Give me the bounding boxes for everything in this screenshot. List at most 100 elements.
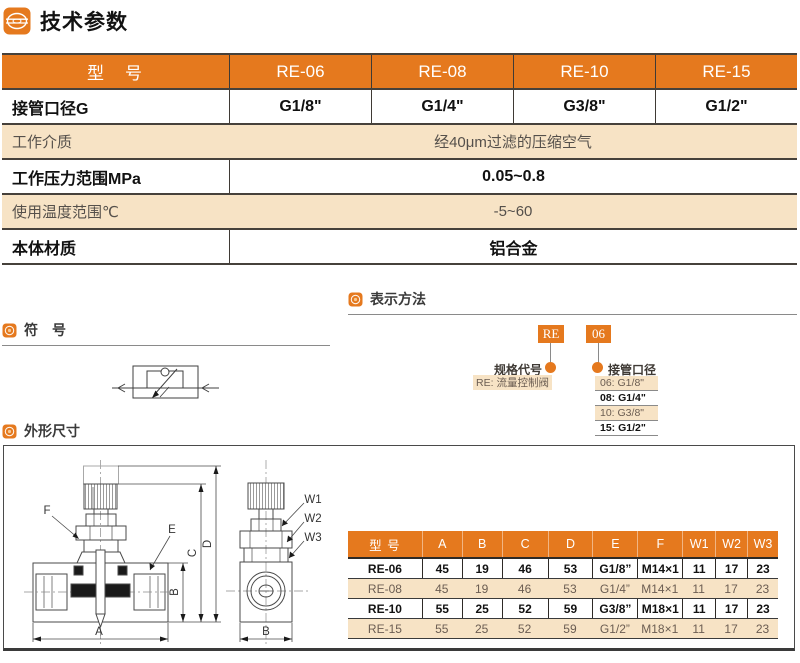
dim-label-F: F: [43, 505, 50, 517]
dt-cell: 46: [517, 581, 532, 596]
row-label: 工作介质: [12, 134, 73, 151]
dim-label-W3: W3: [304, 532, 321, 544]
valve-front-view: [24, 460, 178, 646]
section-bullet-icon: [348, 292, 363, 306]
cell-value: -5~60: [493, 203, 533, 220]
cell-value: G1/8": [229, 90, 371, 123]
port-item: 08: G1/4": [595, 391, 658, 406]
dt-cell: 46: [501, 559, 548, 578]
dt-cell: M18×1: [637, 599, 682, 618]
dt-cell: 59: [563, 621, 577, 636]
cell-value: G3/8": [513, 90, 655, 123]
spec-header-re06: RE-06: [229, 55, 371, 88]
dim-label-E: E: [168, 524, 176, 536]
spec-header-model: 型 号: [87, 64, 144, 83]
dt-cell: 17: [724, 581, 738, 596]
code-box-re: RE: [538, 325, 564, 343]
dt-cell: G3/8”: [592, 599, 637, 618]
row-label: 工作压力范围MPa: [12, 170, 141, 188]
dt-cell: 11: [682, 599, 715, 618]
dt-cell: 17: [724, 621, 738, 636]
dt-header-cell: F: [637, 531, 682, 557]
dt-cell: 11: [692, 581, 705, 596]
dimensions-section-header: 外形尺寸: [2, 421, 80, 441]
dt-header-cell: W3: [747, 531, 778, 557]
spec-row-material: 本体材质 铝合金: [2, 230, 797, 265]
section-bullet-icon: [2, 424, 17, 438]
dt-cell: 19: [461, 559, 502, 578]
dt-cell: 23: [755, 581, 770, 596]
front-view-arrowheads: [33, 466, 219, 642]
dt-cell: 53: [547, 559, 593, 578]
dim-label-W1: W1: [304, 494, 321, 506]
dt-cell: RE-15: [367, 621, 402, 636]
spec-row-pressure: 工作压力范围MPa 0.05~0.8: [2, 160, 797, 195]
front-view-labels: F E A B C D: [43, 505, 214, 638]
spec-code-desc: RE: 流量控制阀: [473, 375, 552, 390]
dimension-row-re15: RE-15 55 25 52 59 G1/2” M18×1 11 17 23: [348, 619, 778, 639]
dt-cell: G1/4”: [599, 581, 630, 596]
front-view-dimensions: [32, 465, 221, 642]
row-label: 本体材质: [12, 240, 77, 258]
port-size-label: 接管口径: [608, 363, 657, 377]
dt-cell: M18×1: [641, 621, 679, 636]
cell-value: 经40μm过滤的压缩空气: [434, 134, 592, 151]
notation-section-title: 表示方法: [370, 291, 426, 307]
spec-table-header-row: 型 号 RE-06 RE-08 RE-10 RE-15: [2, 55, 797, 90]
dt-header-cell: B: [461, 531, 502, 557]
dt-cell: RE-10: [367, 601, 402, 616]
dt-header-cell: E: [592, 531, 637, 557]
section-bullet-icon: [2, 323, 17, 337]
port-item: 06: G1/8": [595, 376, 658, 391]
dt-cell: G1/8”: [592, 559, 637, 578]
dt-cell: 11: [692, 621, 705, 636]
dt-cell: 55: [421, 599, 462, 618]
dim-label-B2: B: [262, 626, 270, 638]
dt-cell: 45: [421, 559, 462, 578]
dt-header-cell: A: [421, 531, 462, 557]
spec-header-re15: RE-15: [655, 55, 797, 88]
dt-cell: 19: [475, 581, 489, 596]
dt-header-cell: W1: [682, 531, 715, 557]
dimensions-section-title: 外形尺寸: [24, 423, 80, 439]
dt-cell: 45: [435, 581, 449, 596]
dim-label-A: A: [95, 626, 103, 638]
side-view-labels: W1 W2 W3 B: [262, 494, 321, 638]
spec-header-re08: RE-08: [371, 55, 513, 88]
dt-cell: RE-06: [367, 561, 402, 576]
spec-row-medium: 工作介质 经40μm过滤的压缩空气: [2, 125, 797, 160]
cell-value: G1/2": [655, 90, 797, 123]
dt-cell: 25: [461, 599, 502, 618]
page-title-bar: 技术参数: [3, 6, 128, 36]
cell-value: G1/4": [371, 90, 513, 123]
spec-table: 型 号 RE-06 RE-08 RE-10 RE-15 接管口径G G1/8" …: [2, 53, 797, 265]
spec-header-re10: RE-10: [513, 55, 655, 88]
dt-cell: M14×1: [641, 581, 679, 596]
port-item: 15: G1/2": [595, 421, 658, 436]
dt-cell: 17: [715, 599, 747, 618]
symbol-section-header: 符 号: [2, 320, 330, 346]
dt-cell: 23: [747, 559, 778, 578]
port-item: 10: G3/8": [595, 406, 658, 421]
dt-cell: 52: [517, 621, 532, 636]
dt-header-cell: C: [501, 531, 548, 557]
connector-line: [598, 343, 599, 364]
dim-label-W2: W2: [304, 513, 321, 525]
spec-row-port-size: 接管口径G G1/8" G1/4" G3/8" G1/2": [2, 90, 797, 125]
dt-cell: 59: [547, 599, 593, 618]
notation-section-header: 表示方法: [348, 289, 797, 315]
dt-cell: 25: [475, 621, 489, 636]
dimension-row-re10: RE-10 55 25 52 59 G3/8” M18×1 11 17 23: [348, 599, 778, 619]
spec-row-temperature: 使用温度范围℃ -5~60: [2, 195, 797, 230]
dim-label-D: D: [202, 540, 214, 548]
row-label: 使用温度范围℃: [12, 204, 119, 221]
valve-dimension-drawing: F E A B C D: [24, 460, 322, 646]
valve-side-view: [226, 460, 308, 646]
brand-logo-icon: [3, 7, 31, 35]
dt-cell: G1/2”: [599, 621, 630, 636]
symbol-section-title: 符 号: [24, 322, 66, 338]
dimension-row-re06: RE-06 45 19 46 53 G1/8” M14×1 11 17 23: [348, 559, 778, 579]
dt-header-cell: W2: [715, 531, 747, 557]
connector-dot: [545, 362, 556, 373]
dt-cell: M14×1: [637, 559, 682, 578]
